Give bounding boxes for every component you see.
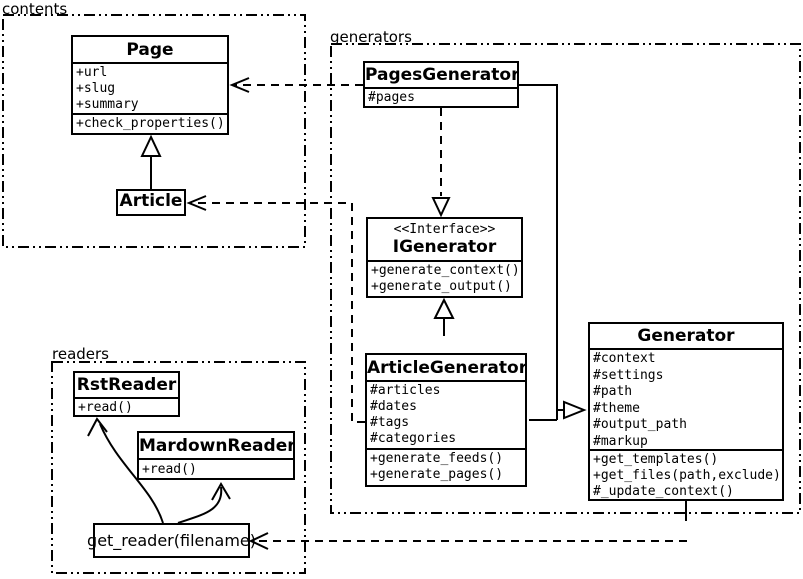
package-label-readers: readers [52,345,109,363]
arrow-rstreader [88,419,107,436]
class-pages-generator-attributes: #pages [365,87,517,106]
edge-getreader-mardownreader [178,487,221,523]
class-generator-methods: +get_templates() +get_files(path,exclude… [590,449,782,500]
class-igenerator-title: <<Interface>> IGenerator [368,219,521,260]
attribute: #dates [370,399,417,414]
attribute: #context [593,351,656,366]
attribute: +summary [76,97,139,112]
class-page: Page +url +slug +summary +check_properti… [71,35,229,135]
method: +generate_pages() [370,467,504,482]
arrow-mardownreader [212,484,230,500]
attribute: #markup [593,433,648,449]
attribute: #categories [370,431,457,446]
method: #_update_context() [593,484,734,499]
attribute: #pages [368,90,415,105]
class-igenerator: <<Interface>> IGenerator +generate_conte… [366,217,523,298]
method: +read() [142,462,197,477]
attribute: #output_path [593,417,687,432]
realization-arrow-igenerator [433,198,449,215]
method: +get_templates() [593,452,719,467]
package-label-generators: generators [330,28,412,46]
inheritance-arrow-igenerator [435,300,453,318]
class-article-generator-methods: +generate_feeds() +generate_pages() [367,448,525,485]
method: +check_properties() [76,116,225,131]
class-mardown-reader-methods: +read() [139,458,293,478]
inheritance-arrow-generator [564,402,584,418]
attribute: +slug [76,81,116,96]
class-name: IGenerator [392,237,497,257]
method: +generate_output() [371,279,512,294]
class-article-generator-title: ArticleGenerator [367,357,525,378]
stereotype: <<Interface>> [393,222,496,237]
attribute: #theme [593,400,640,416]
class-page-attributes: +url +slug +summary [73,62,227,113]
class-mardown-reader-title: MardownReader [139,435,293,456]
class-article-generator-attributes: #articles #dates #tags #categories [367,380,525,448]
attribute: #tags [370,415,410,430]
class-article-generator: ArticleGenerator #articles #dates #tags … [365,353,527,487]
attribute: #path [593,384,633,399]
attribute: #articles [370,383,441,398]
function-get-reader: get_reader(filename) [87,523,256,558]
class-article-title: Article [119,191,183,211]
class-generator-attributes: #context #settings #path #theme #output_… [590,348,782,449]
class-page-title: Page [126,39,174,60]
class-generator-title: Generator [637,326,735,346]
method: +generate_context() [371,263,520,278]
method: +read() [78,400,133,415]
class-pages-generator-title: PagesGenerator [365,65,517,85]
method: +generate_feeds() [370,451,504,466]
inheritance-arrow-page [142,137,160,156]
attribute: #settings [593,367,664,383]
attribute: +url [76,65,108,80]
class-rst-reader-title: RstReader [76,375,177,395]
class-igenerator-methods: +generate_context() +generate_output() [368,260,521,296]
class-generator: Generator #context #settings #path #them… [588,322,784,501]
class-article: Article [116,189,186,216]
edge-articlegenerator-article [191,203,365,422]
class-pages-generator: PagesGenerator #pages [363,61,519,108]
dependency-arrow-article [189,196,206,210]
method: +get_files(path,exclude) [593,468,781,483]
dependency-arrow-page [232,78,249,92]
package-label-contents: contents [2,0,68,18]
class-rst-reader-methods: +read() [75,397,178,416]
class-rst-reader: RstReader +read() [73,371,180,417]
class-mardown-reader: MardownReader +read() [137,431,295,480]
class-page-methods: +check_properties() [73,113,227,133]
